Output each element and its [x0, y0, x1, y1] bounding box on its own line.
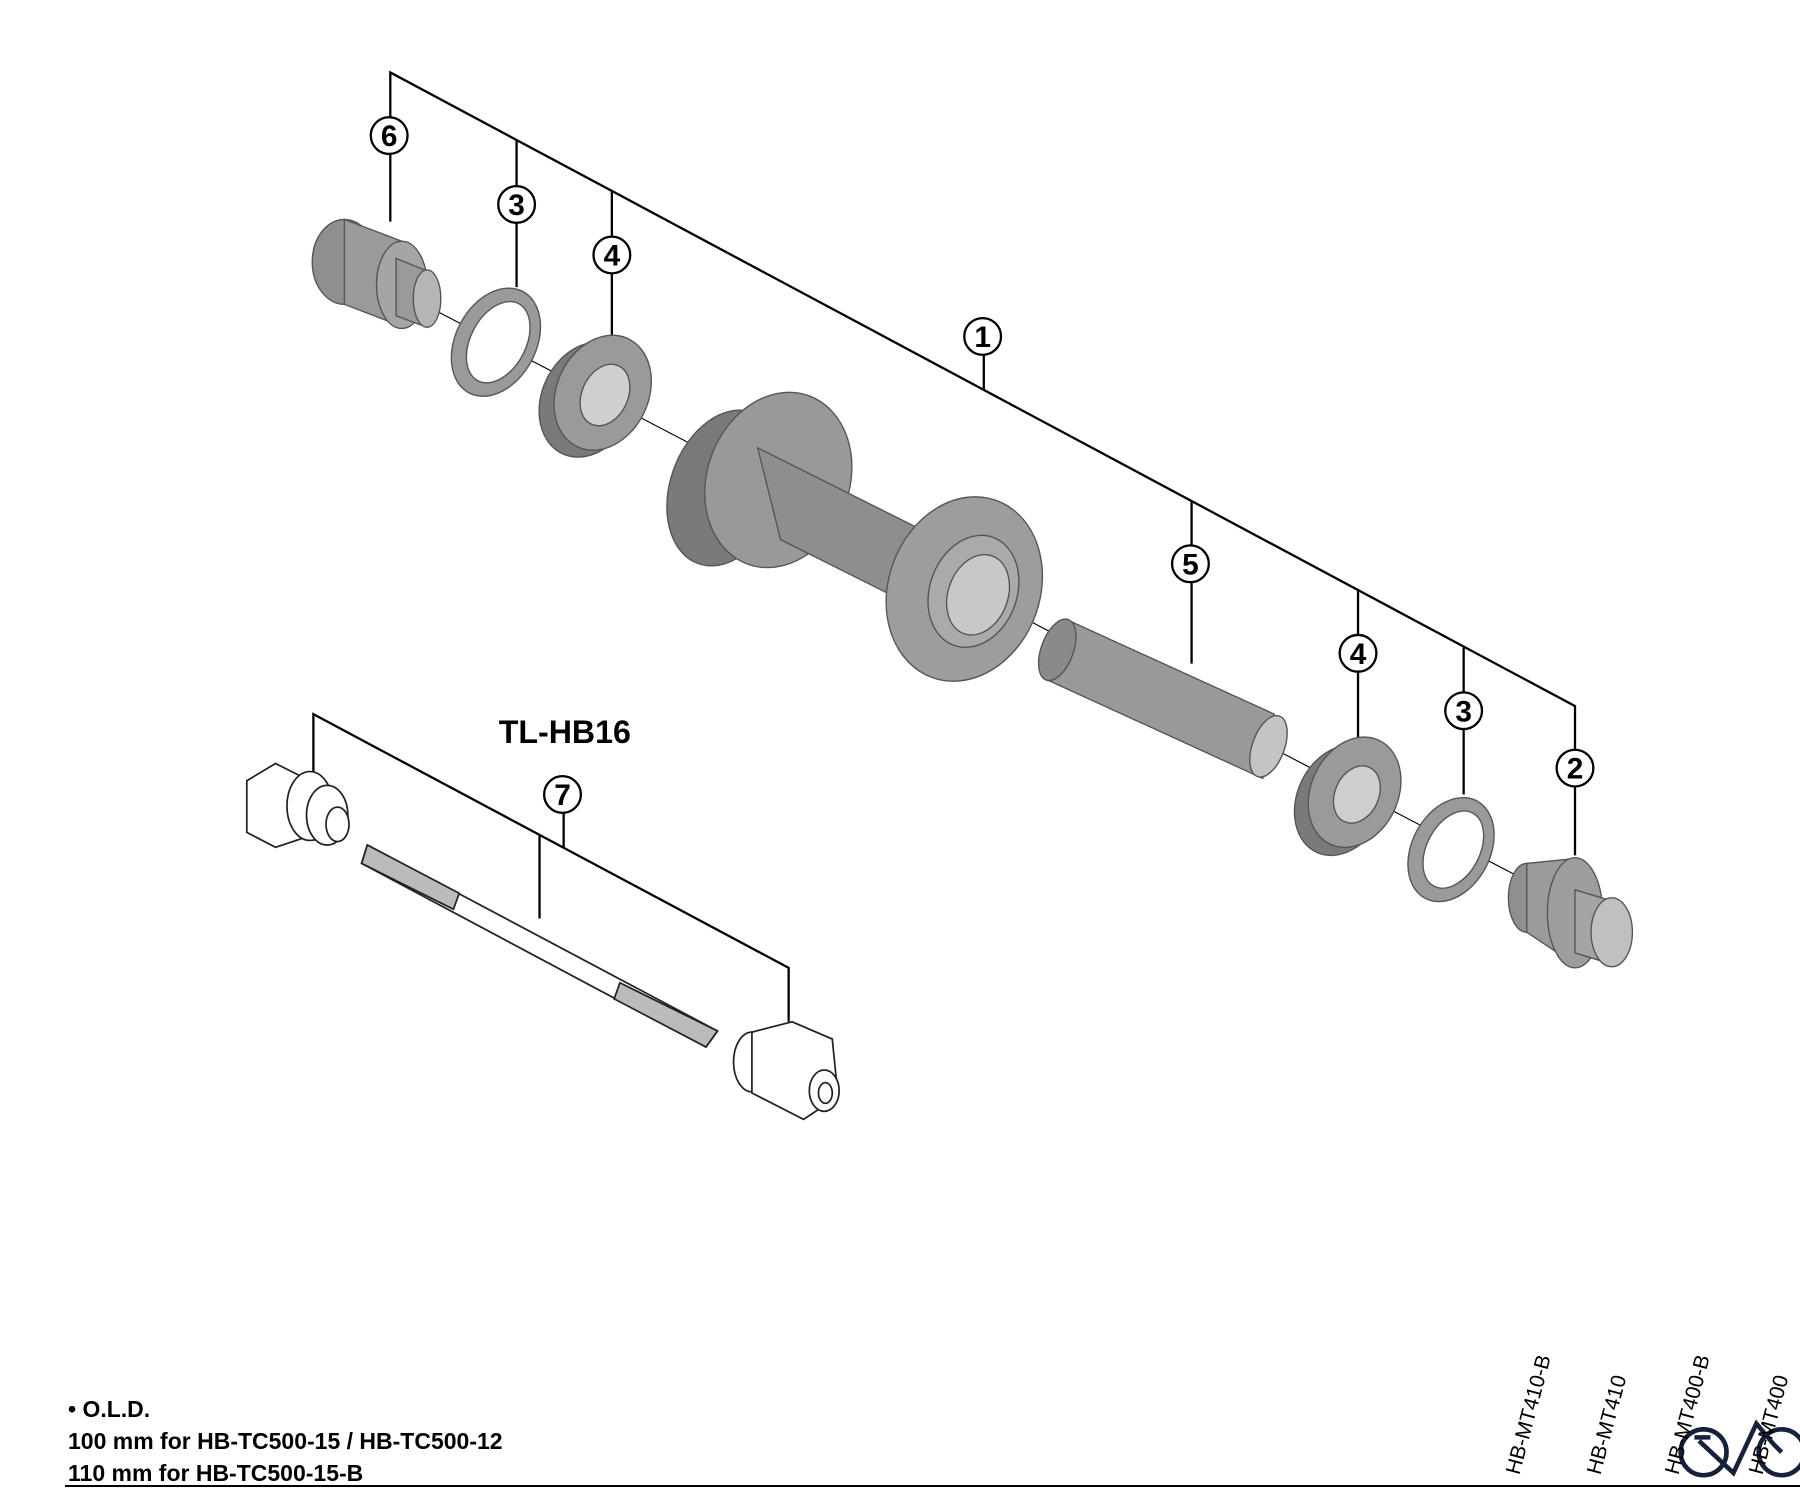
bicycle-logo-icon — [1678, 1419, 1800, 1478]
callout-2: 2 — [1567, 753, 1584, 786]
dust-seal-right — [1407, 796, 1495, 903]
notes-line-2: 110 mm for HB-TC500-15-B — [68, 1460, 364, 1486]
callout-3-left: 3 — [508, 189, 525, 222]
tool-label: TL-HB16 — [499, 714, 631, 750]
callout-1: 1 — [974, 321, 991, 354]
end-cap-right — [1507, 856, 1634, 969]
callout-4-right: 4 — [1350, 638, 1367, 671]
spacer-tube — [1037, 618, 1288, 780]
tool-tl-hb16 — [245, 762, 841, 1121]
callout-7: 7 — [554, 779, 571, 812]
dust-seal-left — [450, 287, 542, 397]
callout-5: 5 — [1182, 548, 1199, 581]
end-cap-left — [311, 218, 442, 330]
old-notes: • O.L.D. 100 mm for HB-TC500-15 / HB-TC5… — [68, 1393, 503, 1489]
callout-6: 6 — [381, 120, 398, 153]
notes-line-1: 100 mm for HB-TC500-15 / HB-TC500-12 — [68, 1428, 503, 1454]
callouts — [369, 116, 1595, 815]
callout-3-right: 3 — [1455, 695, 1472, 728]
notes-title: • O.L.D. — [68, 1396, 151, 1422]
bearing-right — [1293, 736, 1402, 857]
bottom-rule — [65, 1485, 1800, 1487]
hub-body — [666, 391, 1044, 682]
bearing-left — [538, 334, 653, 458]
callout-4-left: 4 — [604, 240, 621, 273]
